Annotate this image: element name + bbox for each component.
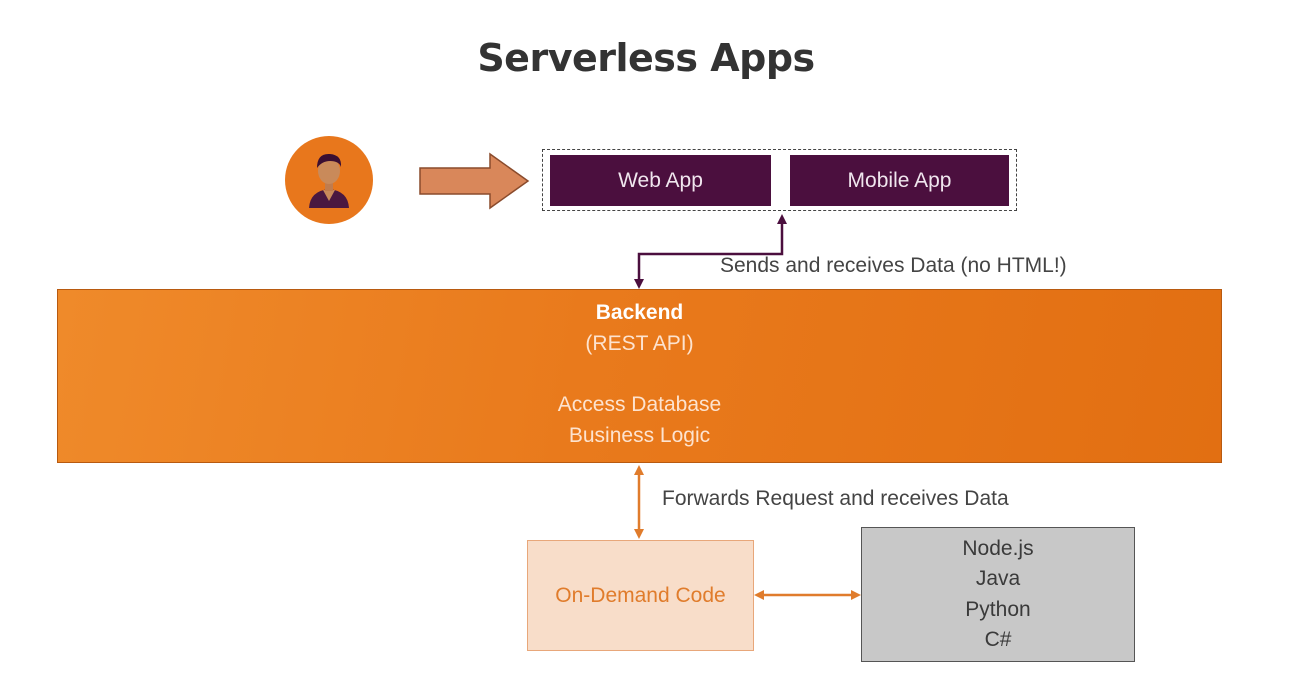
client-apps-group	[542, 149, 1017, 211]
backend-title: Backend	[595, 301, 684, 324]
mobile-app-box: Mobile App	[790, 155, 1009, 206]
language-item: Python	[965, 597, 1031, 621]
backend-box: Backend (REST API) Access Database Busin…	[57, 289, 1222, 463]
backend-line-logic: Business Logic	[568, 424, 711, 447]
backend-line-database: Access Database	[557, 393, 722, 416]
web-app-box: Web App	[550, 155, 771, 206]
page-title: Serverless Apps	[477, 36, 815, 80]
sends-receives-label: Sends and receives Data (no HTML!)	[720, 254, 1067, 277]
language-item: C#	[984, 628, 1012, 651]
user-avatar-icon	[284, 135, 374, 225]
language-item: Java	[975, 567, 1021, 590]
language-item: Node.js	[962, 536, 1034, 560]
forwards-label: Forwards Request and receives Data	[662, 487, 1009, 510]
on-demand-code-box: On-Demand Code	[527, 540, 754, 651]
languages-box: Node.js Java Python C#	[861, 527, 1135, 662]
right-arrow-icon	[418, 152, 530, 210]
backend-subtitle: (REST API)	[585, 332, 694, 355]
